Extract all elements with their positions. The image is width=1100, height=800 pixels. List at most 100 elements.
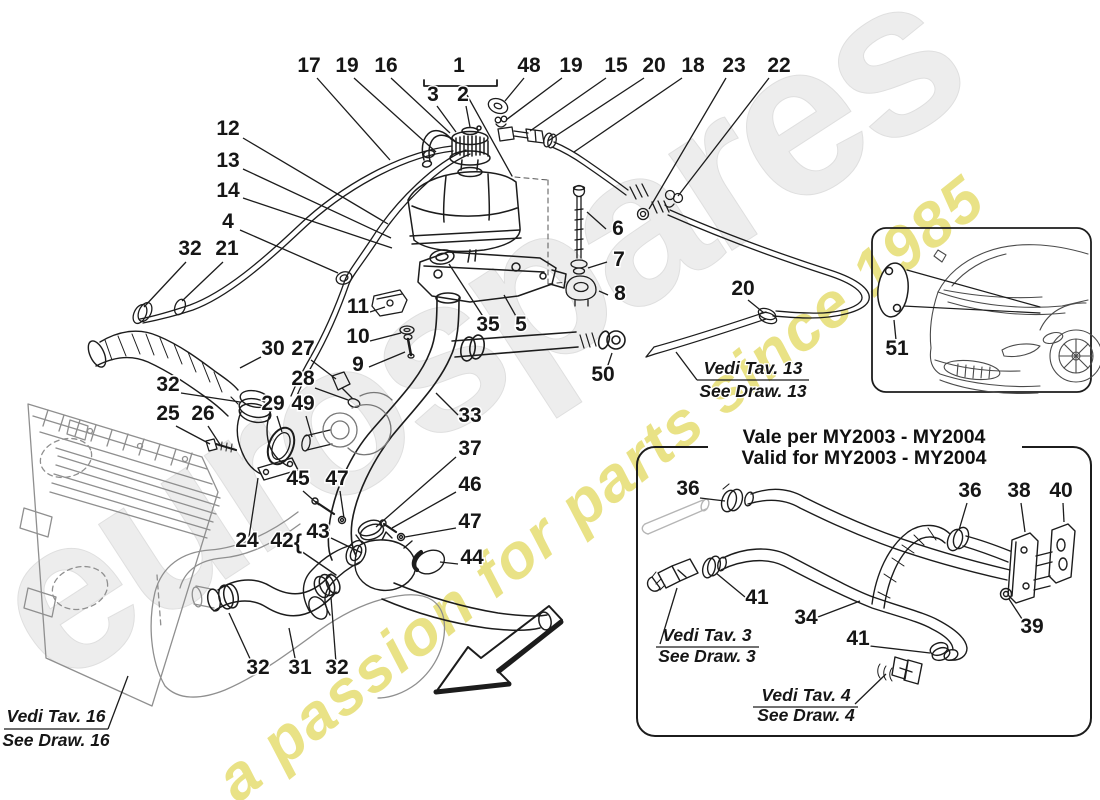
callout-label: 11 bbox=[347, 295, 370, 318]
callout-label: { bbox=[294, 531, 302, 554]
note-italian: Vedi Tav. 13 bbox=[704, 358, 803, 378]
note-leader bbox=[107, 675, 129, 730]
leader-line bbox=[375, 456, 457, 528]
callout-label: 17 bbox=[297, 54, 320, 77]
group-bracket bbox=[423, 79, 513, 177]
note-italian: Vedi Tav. 3 bbox=[662, 625, 751, 645]
leader-line bbox=[207, 425, 222, 447]
callout-label: 12 bbox=[216, 117, 239, 140]
callout-label: 25 bbox=[156, 402, 180, 425]
callout-label: 48 bbox=[517, 54, 541, 77]
radiator bbox=[19, 403, 221, 707]
thin-hose-b bbox=[290, 149, 471, 401]
inset-bracket-38-40 bbox=[999, 523, 1076, 604]
leader-line bbox=[181, 261, 224, 302]
leader-line bbox=[248, 477, 259, 538]
car-sketch bbox=[929, 244, 1100, 395]
leader-line bbox=[314, 387, 349, 401]
leader-line bbox=[143, 261, 187, 308]
leader-line bbox=[747, 299, 765, 314]
callout-label: 20 bbox=[731, 277, 754, 300]
callout-label: 29 bbox=[261, 392, 284, 415]
callout-label: 43 bbox=[306, 520, 329, 543]
callout-label: 19 bbox=[335, 54, 358, 77]
callout-label: 7 bbox=[613, 248, 625, 271]
braided-hose bbox=[87, 330, 239, 417]
callout-label: 4 bbox=[222, 210, 234, 233]
leader-line bbox=[276, 415, 283, 433]
callout-label: 13 bbox=[216, 149, 239, 172]
leader-line bbox=[529, 77, 607, 132]
leader-line bbox=[598, 290, 609, 296]
callout-label: 26 bbox=[191, 402, 214, 425]
inset-lower-pipe bbox=[646, 548, 968, 685]
note-english: See Draw. 3 bbox=[658, 646, 756, 666]
leader-line bbox=[699, 497, 726, 502]
diagram-line-art bbox=[19, 79, 1100, 737]
callout-label: 14 bbox=[216, 179, 240, 202]
callout-label: 41 bbox=[846, 627, 870, 650]
callout-label: 40 bbox=[1049, 479, 1072, 502]
leader-line bbox=[242, 137, 389, 225]
inset-title-english: Valid for MY2003 - MY2004 bbox=[742, 447, 987, 469]
callout-label: 41 bbox=[745, 586, 769, 609]
callout-label: 32 bbox=[178, 237, 201, 260]
leader-line bbox=[310, 359, 337, 380]
callout-label: 24 bbox=[235, 529, 259, 552]
leader-line bbox=[504, 77, 525, 102]
callout-label: 5 bbox=[515, 313, 527, 336]
thermostat-assembly bbox=[297, 497, 446, 620]
pump-cluster bbox=[205, 371, 393, 466]
callout-label: 23 bbox=[722, 54, 745, 77]
leader-line bbox=[353, 77, 437, 153]
callout-label: 30 bbox=[261, 337, 284, 360]
leader-line bbox=[586, 211, 607, 230]
callout-label: 51 bbox=[885, 337, 909, 360]
thin-hose-a bbox=[132, 145, 454, 325]
outlet-tube bbox=[381, 582, 552, 631]
leader-line bbox=[677, 77, 770, 197]
long-vent-hose bbox=[629, 183, 870, 358]
callout-label: 32 bbox=[156, 373, 179, 396]
leader-line bbox=[869, 645, 931, 654]
leader-line bbox=[368, 351, 406, 368]
callout-label: 39 bbox=[1020, 615, 1043, 638]
main-t-pipe bbox=[327, 292, 626, 561]
note-leader bbox=[659, 587, 678, 645]
leader-line bbox=[180, 392, 241, 403]
callout-label: 38 bbox=[1007, 479, 1031, 502]
leader-line bbox=[339, 490, 345, 519]
leader-line bbox=[330, 596, 337, 664]
leader-line bbox=[573, 77, 683, 153]
callout-label: 47 bbox=[325, 467, 348, 490]
callout-label: 15 bbox=[604, 54, 628, 77]
leader-line bbox=[305, 415, 313, 438]
inset-title-backdrop bbox=[708, 424, 1022, 468]
note-italian: Vedi Tav. 16 bbox=[7, 706, 106, 726]
leader-line bbox=[302, 490, 320, 506]
direction-arrow bbox=[433, 605, 564, 695]
leader-line bbox=[316, 77, 391, 161]
callout-label: 28 bbox=[291, 367, 315, 390]
callout-label: 34 bbox=[794, 606, 818, 629]
leader-line bbox=[448, 263, 485, 319]
leader-line bbox=[505, 77, 563, 121]
leader-line bbox=[228, 612, 253, 664]
leader-line bbox=[390, 77, 451, 134]
leader-line bbox=[1062, 502, 1065, 523]
callout-leader-lines bbox=[143, 77, 1065, 664]
callout-label: 36 bbox=[958, 479, 981, 502]
callout-label: 36 bbox=[676, 477, 699, 500]
leader-line bbox=[648, 77, 727, 210]
bottom-hose bbox=[206, 573, 341, 617]
note-english: See Draw. 13 bbox=[699, 381, 807, 401]
leader-line bbox=[439, 561, 459, 565]
callout-label: 16 bbox=[374, 54, 397, 77]
leader-line bbox=[547, 77, 645, 142]
outlet-elbow bbox=[230, 389, 299, 481]
watermark: eurospares a passion for parts since 198… bbox=[0, 0, 1000, 800]
inset-title-block: Vale per MY2003 - MY2004 Valid for MY200… bbox=[708, 424, 1022, 469]
callout-label: 21 bbox=[215, 237, 239, 260]
car-locator-box bbox=[871, 227, 1100, 395]
callout-label: 46 bbox=[458, 473, 481, 496]
